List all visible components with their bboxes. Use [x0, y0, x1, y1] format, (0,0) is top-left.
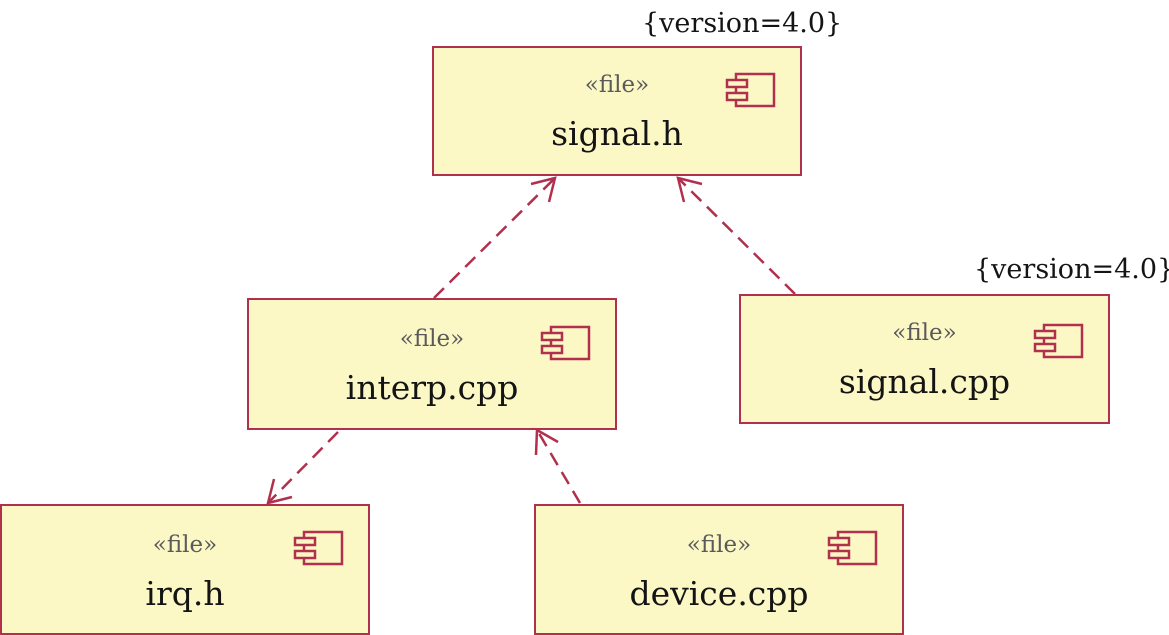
component-name: interp.cpp [345, 368, 519, 407]
version-constraint: {version=4.0} [974, 254, 1169, 285]
stereotype-label: «file» [152, 532, 218, 558]
component-irq-h[interactable]: «file» irq.h [0, 504, 370, 635]
component-name: device.cpp [629, 574, 809, 613]
dependency-interp-to-irq-h [266, 431, 339, 505]
component-interp-cpp[interactable]: «file» interp.cpp [247, 298, 617, 430]
component-name: signal.cpp [838, 362, 1011, 401]
component-name: signal.h [551, 114, 683, 153]
stereotype-label: «file» [584, 72, 650, 98]
dependency-signal-cpp-to-signal-h [676, 176, 796, 295]
version-constraint: {version=4.0} [642, 8, 843, 39]
dependency-device-to-interp [534, 427, 582, 504]
component-signal-cpp[interactable]: «file» signal.cpp [739, 294, 1110, 424]
component-icon [293, 530, 344, 566]
component-device-cpp[interactable]: «file» device.cpp [534, 504, 904, 635]
component-icon [1033, 323, 1084, 359]
component-icon [540, 325, 591, 361]
component-signal-h[interactable]: «file» signal.h [432, 46, 802, 176]
stereotype-label: «file» [399, 326, 465, 352]
stereotype-label: «file» [892, 320, 957, 346]
component-icon [827, 530, 878, 566]
stereotype-label: «file» [686, 532, 752, 558]
component-icon [725, 72, 776, 108]
dependency-interp-to-signal-h [433, 176, 557, 299]
component-name: irq.h [145, 574, 225, 613]
